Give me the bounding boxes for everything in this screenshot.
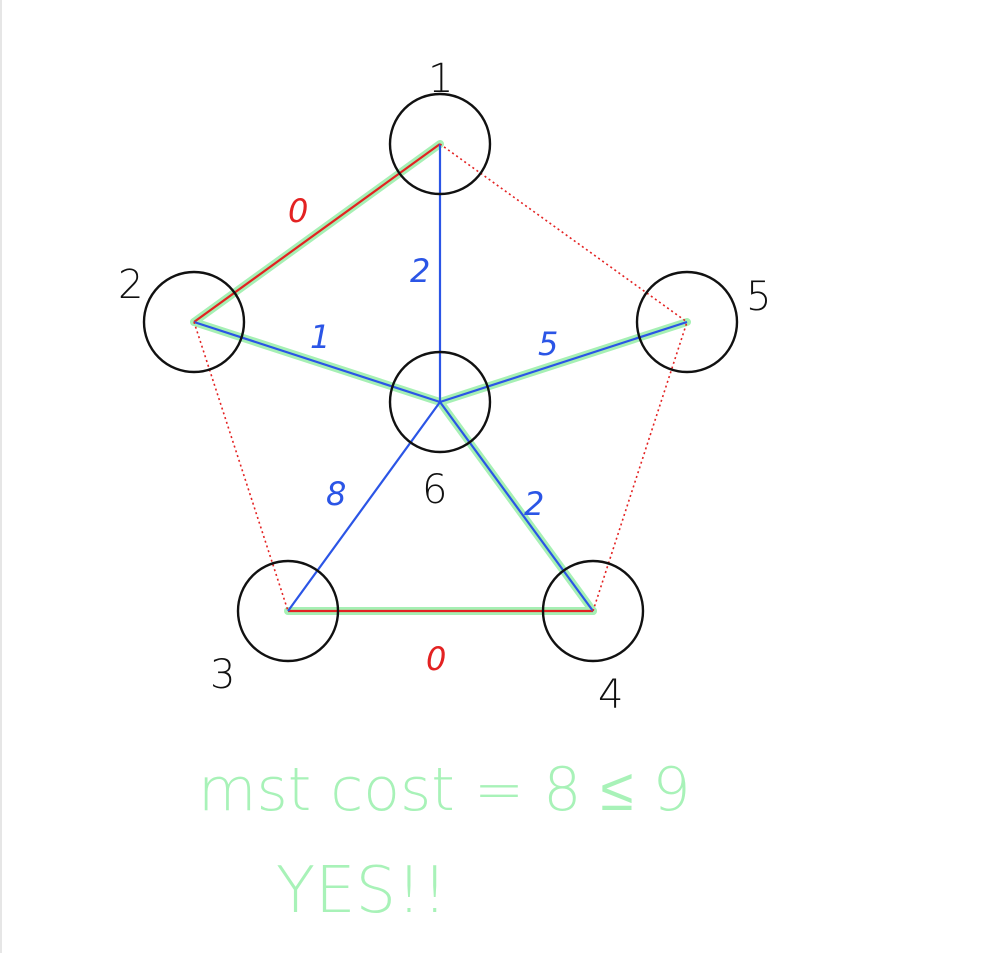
- node-label-3: 3: [210, 652, 235, 698]
- edge-1-2: [193, 143, 441, 323]
- weight-edge-3-6: 8: [326, 475, 346, 513]
- mst-cost-note: mst cost = 8 ≤ 9: [198, 755, 691, 825]
- node-1: [388, 92, 492, 196]
- edge-4-5: [592, 321, 688, 612]
- node-2: [142, 270, 246, 374]
- node-5: [635, 270, 739, 374]
- node-4: [541, 559, 645, 663]
- edge-4-6: [439, 401, 594, 612]
- node-label-6: 6: [422, 467, 447, 513]
- answer-note: YES!!: [276, 854, 447, 928]
- weight-edge-1-2: 0: [288, 192, 308, 230]
- weight-edge-4-6: 2: [524, 485, 544, 523]
- edge-1-5: [439, 143, 688, 323]
- edge-layer: [193, 143, 688, 613]
- notes: mst cost = 8 ≤ 9 YES!!: [198, 755, 691, 928]
- node-6: [388, 350, 492, 454]
- edge-2-6: [193, 320, 441, 404]
- edge-weights: 0 0 1 2 5 2 8: [288, 192, 558, 678]
- edge-2-3: [193, 321, 289, 612]
- edge-3-6: [287, 401, 441, 612]
- node-label-5: 5: [746, 274, 771, 320]
- weight-edge-1-6: 2: [410, 252, 430, 290]
- weight-edge-3-4: 0: [426, 640, 446, 678]
- weight-edge-5-6: 5: [538, 325, 558, 363]
- weight-edge-2-6: 1: [310, 318, 330, 356]
- node-3: [236, 559, 340, 663]
- edge-5-6: [439, 320, 688, 404]
- node-label-4: 4: [598, 672, 623, 718]
- node-label-1: 1: [428, 56, 453, 102]
- node-label-2: 2: [118, 262, 143, 308]
- node-labels: 1 2 3 4 5 6: [118, 56, 771, 718]
- page-edge: [0, 0, 2, 953]
- node-layer: [142, 92, 739, 663]
